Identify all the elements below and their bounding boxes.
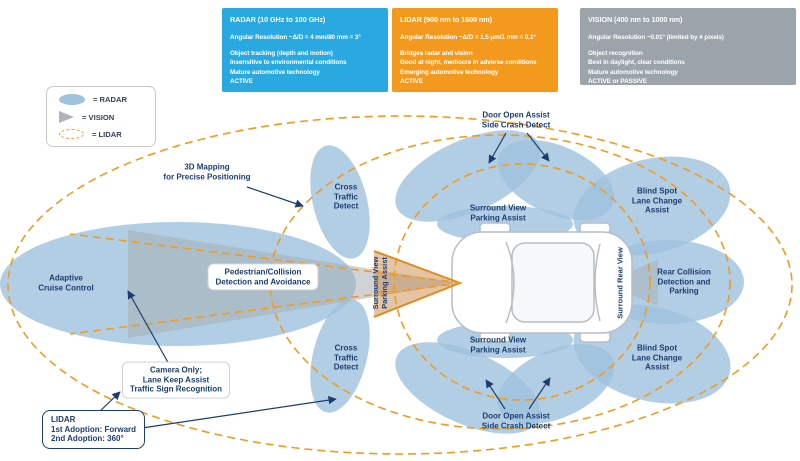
vision-box-title: VISION (400 nm to 1000 nm) — [588, 15, 683, 24]
arrow-lidar-adoption-2 — [141, 395, 337, 429]
label-surround-view-top: Surround View Parking Assist — [469, 203, 527, 222]
arrow-door-top-right — [526, 132, 550, 162]
label-surround-rear-view: Surround Rear View — [615, 247, 625, 319]
lidar-box-line: Good at night, mediocre in adverse condi… — [400, 59, 537, 67]
label-adaptive-cruise: Adaptive Cruise Control — [38, 273, 94, 292]
radar-zone-blind-spot-top — [573, 156, 731, 256]
label-pedestrian-collision: Pedestrian/Collision Detection and Avoid… — [207, 263, 319, 291]
arrow-camera-only — [127, 290, 171, 367]
label-lidar-adoption: LIDAR 1st Adoption: Forward 2nd Adoption… — [42, 410, 146, 449]
legend-item-vision: = VISION — [59, 111, 143, 123]
lidar-forward-cone-dashed — [69, 233, 463, 335]
radar-box-resolution: Angular Resolution ~Δ/D = 4 mm/80 mm = 3… — [230, 33, 361, 41]
label-door-open-bottom: Door Open Assist Side Crash Detect — [481, 411, 551, 430]
vision-info-box: VISION (400 nm to 1000 nm) Angular Resol… — [580, 8, 796, 85]
radar-box-line: Mature automotive technology — [230, 68, 320, 76]
arrow-lidar-adoption-1 — [97, 391, 121, 414]
legend-lidar-label: = LIDAR — [92, 129, 122, 139]
label-rear-collision: Rear Collision Detection and Parking — [657, 267, 711, 296]
label-surround-view-bottom: Surround View Parking Assist — [469, 335, 527, 354]
label-camera-only: Camera Only; Lane Keep Assist Traffic Si… — [121, 361, 231, 399]
legend-item-lidar: = LIDAR — [59, 129, 143, 139]
lidar-car-ellipse — [393, 163, 651, 401]
lidar-box-line: Bridges radar and vision — [400, 49, 473, 57]
label-surround-view-front: Surround View Parking Assist — [371, 256, 389, 310]
arrow-door-bottom-left — [485, 379, 506, 410]
legend-item-radar: = RADAR — [59, 94, 143, 105]
car-top-view — [451, 222, 633, 343]
label-door-open-top: Door Open Assist Side Crash Detect — [481, 110, 551, 129]
legend: = RADAR = VISION = LIDAR — [46, 86, 156, 147]
radar-zone-cross-traffic-bottom — [310, 299, 370, 413]
vision-box-line: Best in daylight, clear conditions — [588, 59, 685, 67]
label-blind-spot-bottom: Blind Spot Lane Change Assist — [631, 343, 683, 372]
lidar-outer-ellipse — [7, 115, 793, 455]
vision-box-line: Mature automotive technology — [588, 68, 678, 76]
car-rear-window — [594, 243, 601, 322]
radar-ellipse-icon — [59, 94, 85, 105]
lidar-box-line: Emerging automotive technology — [400, 68, 499, 76]
legend-vision-label: = VISION — [82, 112, 115, 122]
car-cabin — [511, 242, 595, 323]
vision-box-line: Object recognition — [588, 49, 643, 57]
arrow-door-top-left — [488, 132, 507, 164]
label-3d-mapping: 3D Mapping for Precise Positioning — [163, 162, 251, 181]
legend-radar-label: = RADAR — [93, 95, 127, 104]
car-windshield — [505, 241, 515, 324]
lidar-box-resolution: Angular Resolution ~Δ/D = 1.5 μm/1 mm = … — [400, 33, 536, 41]
lidar-beam-edge — [373, 282, 461, 318]
vision-box-line: ACTIVE or PASSIVE — [588, 78, 647, 86]
vision-triangle-icon — [59, 111, 74, 123]
arrow-3d-mapping — [246, 186, 304, 208]
radar-zone-cross-traffic-top — [310, 145, 370, 259]
radar-box-line: ACTIVE — [230, 78, 253, 86]
vision-box-resolution: Angular Resolution ~0.01° (limited by # … — [588, 33, 724, 41]
radar-box-title: RADAR (10 GHz to 100 GHz) — [230, 15, 326, 24]
arrow-door-bottom-right — [528, 377, 551, 410]
label-blind-spot-top: Blind Spot Lane Change Assist — [631, 186, 683, 215]
label-cross-traffic-bottom: Cross Traffic Detect — [333, 343, 359, 372]
radar-box-line: Insensitive to environmental conditions — [230, 59, 347, 67]
lidar-beam-edge — [373, 250, 461, 284]
lidar-box-title: LIDAR (900 nm to 1600 nm) — [400, 15, 492, 24]
lidar-info-box: LIDAR (900 nm to 1600 nm) Angular Resolu… — [392, 8, 558, 92]
radar-box-line: Object tracking (depth and motion) — [230, 49, 333, 57]
label-cross-traffic-top: Cross Traffic Detect — [333, 182, 359, 211]
lidar-dashed-icon — [59, 129, 84, 139]
radar-info-box: RADAR (10 GHz to 100 GHz) Angular Resolu… — [222, 8, 388, 92]
lidar-box-line: ACTIVE — [400, 78, 423, 86]
